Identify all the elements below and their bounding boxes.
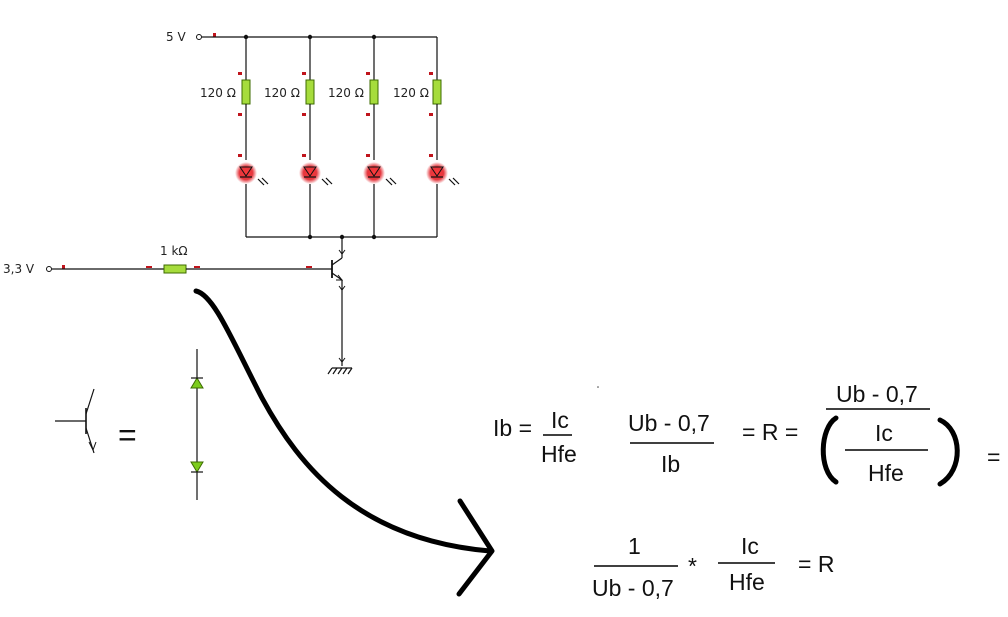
eq2-frac2-den: Hfe xyxy=(729,569,765,595)
led-resistor-label-2: 120 Ω xyxy=(264,86,300,100)
eq2-frac2-num: Ic xyxy=(741,533,759,559)
eq1-mid: = R = xyxy=(742,419,798,445)
ground-symbol xyxy=(327,367,353,375)
led-branch-3: 120 Ω xyxy=(328,37,397,237)
eq1-big-num: Ub - 0,7 xyxy=(836,381,918,407)
led-branch-1: 120 Ω xyxy=(200,37,269,237)
led-resistor-label-4: 120 Ω xyxy=(393,86,429,100)
eq1-inner-den: Hfe xyxy=(868,460,904,486)
supply-rail: 5 V xyxy=(166,30,437,44)
pin-marker xyxy=(213,33,216,37)
led-resistor-4 xyxy=(432,79,442,105)
eq2-frac1-num: 1 xyxy=(628,533,641,559)
led-branch-2: 120 Ω xyxy=(264,37,333,237)
led-resistor-2 xyxy=(305,79,315,105)
eq1-frac1-den: Hfe xyxy=(541,441,577,467)
eq1-frac2-num: Ub - 0,7 xyxy=(628,410,710,436)
left-paren xyxy=(820,415,839,485)
eq2-rhs: = R xyxy=(798,551,834,577)
input-section: 3,3 V 1 kΩ xyxy=(3,244,332,276)
eq1-frac2-den: Ib xyxy=(661,451,680,477)
diode-pair xyxy=(190,349,204,500)
led-1 xyxy=(235,162,257,184)
base-resistor-label: 1 kΩ xyxy=(160,244,188,258)
equals-sign: = xyxy=(118,417,137,453)
transistor-symbol-small xyxy=(55,388,97,454)
eq2-times: * xyxy=(688,553,697,579)
supply-terminal xyxy=(196,34,202,40)
led-3 xyxy=(363,162,385,184)
equation-2: 1 Ub - 0,7 * Ic Hfe = R xyxy=(592,533,834,601)
collector-rail xyxy=(246,234,437,258)
equation-1: Ib = Ic Hfe Ub - 0,7 Ib = R = Ub - 0,7 I… xyxy=(493,381,1000,487)
eq1-inner-num: Ic xyxy=(875,420,893,446)
diode-2 xyxy=(190,461,204,473)
led-2 xyxy=(299,162,321,184)
equivalence-illustration: = xyxy=(55,349,204,500)
supply-label: 5 V xyxy=(166,30,186,44)
led-resistor-1 xyxy=(241,79,251,105)
arrow-head xyxy=(456,498,495,597)
eq2-frac1-den: Ub - 0,7 xyxy=(592,575,674,601)
right-paren xyxy=(937,417,960,487)
led-resistor-label-3: 120 Ω xyxy=(328,86,364,100)
eq1-trail: = xyxy=(987,444,1000,470)
led-resistor-3 xyxy=(369,79,379,105)
led-resistor-label-1: 120 Ω xyxy=(200,86,236,100)
eq1-frac1-num: Ic xyxy=(551,407,569,433)
eq1-lhs: Ib = xyxy=(493,415,532,441)
curved-arrow xyxy=(193,288,495,597)
led-branch-4: 120 Ω xyxy=(393,37,460,237)
input-terminal xyxy=(46,266,52,272)
input-label: 3,3 V xyxy=(3,262,35,276)
npn-transistor xyxy=(331,257,346,366)
base-resistor xyxy=(163,264,187,274)
diode-1 xyxy=(190,377,204,389)
led-4 xyxy=(426,162,448,184)
